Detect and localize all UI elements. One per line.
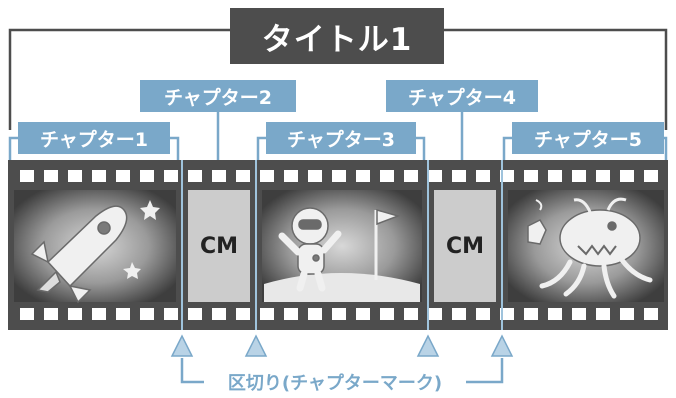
chapter-2-label: チャプター2 [140, 80, 296, 112]
chapter-mark-caption: 区切り(チャプターマーク) [204, 368, 466, 396]
sprocket-hole [380, 170, 394, 182]
sprocket-hole [524, 308, 538, 320]
octopus-alien-icon [527, 197, 653, 299]
sprocket-hole [476, 308, 490, 320]
sprocket-hole [284, 308, 298, 320]
cm-frame-2 [434, 190, 496, 302]
sprocket-hole [92, 170, 106, 182]
chapter-1-label: チャプター1 [18, 122, 170, 154]
sprocket-hole [140, 308, 154, 320]
sprocket-hole [44, 308, 58, 320]
sprocket-hole [500, 308, 514, 320]
cm-label-2: CM [445, 233, 485, 259]
sprocket-hole [332, 308, 346, 320]
sprocket-hole [188, 170, 202, 182]
sprocket-hole [596, 308, 610, 320]
sprocket-hole [236, 170, 250, 182]
sprocket-hole [20, 308, 34, 320]
chapter-mark-lines [181, 160, 503, 330]
sprocket-hole [500, 170, 514, 182]
sprocket-hole [260, 170, 274, 182]
sprocket-hole [212, 308, 226, 320]
sprocket-hole [404, 170, 418, 182]
sprocket-hole [404, 308, 418, 320]
sprocket-hole [212, 170, 226, 182]
sprocket-hole [572, 170, 586, 182]
chapter-mark-arrow-3 [416, 334, 440, 357]
sprocket-hole [236, 308, 250, 320]
sprocket-hole [68, 308, 82, 320]
chapter-mark-arrow-2 [244, 334, 268, 357]
sprocket-hole [596, 170, 610, 182]
sprocket-hole [524, 170, 538, 182]
chapter-4-label: チャプター4 [386, 80, 538, 112]
sprocket-hole [452, 308, 466, 320]
rocket-icon [30, 200, 160, 304]
sprocket-hole [68, 170, 82, 182]
chapter-mark-arrow-1 [170, 334, 194, 357]
sprocket-hole [116, 308, 130, 320]
sprocket-hole [428, 308, 442, 320]
sprocket-hole [116, 170, 130, 182]
sprocket-hole [620, 170, 634, 182]
title-bracket [8, 28, 668, 130]
sprocket-hole [356, 170, 370, 182]
sprocket-hole [164, 308, 178, 320]
chapter-3-label: チャプター3 [266, 122, 416, 154]
sprocket-hole [380, 308, 394, 320]
sprocket-hole [20, 170, 34, 182]
chapter-mark-arrows [170, 334, 514, 357]
sprocket-hole [332, 170, 346, 182]
sprocket-hole [140, 170, 154, 182]
sprocket-hole [308, 170, 322, 182]
sprocket-hole [620, 308, 634, 320]
sprocket-hole [260, 308, 274, 320]
astronaut-icon [264, 207, 420, 302]
sprocket-hole [452, 170, 466, 182]
sprocket-hole [572, 308, 586, 320]
sprocket-hole [92, 308, 106, 320]
chapter-mark-arrow-4 [490, 334, 514, 357]
cm-label-1: CM [199, 233, 239, 259]
title-label: タイトル1 [230, 8, 444, 64]
sprocket-hole [548, 170, 562, 182]
sprocket-holes [20, 170, 658, 320]
sprocket-hole [644, 308, 658, 320]
sprocket-hole [308, 308, 322, 320]
sprocket-hole [164, 170, 178, 182]
sprocket-hole [188, 308, 202, 320]
sprocket-hole [44, 170, 58, 182]
sprocket-hole [284, 170, 298, 182]
sprocket-hole [356, 308, 370, 320]
sprocket-hole [428, 170, 442, 182]
sprocket-hole [644, 170, 658, 182]
chapter-5-label: チャプター5 [512, 122, 664, 154]
sprocket-hole [476, 170, 490, 182]
cm-frame-1 [188, 190, 250, 302]
sprocket-hole [548, 308, 562, 320]
